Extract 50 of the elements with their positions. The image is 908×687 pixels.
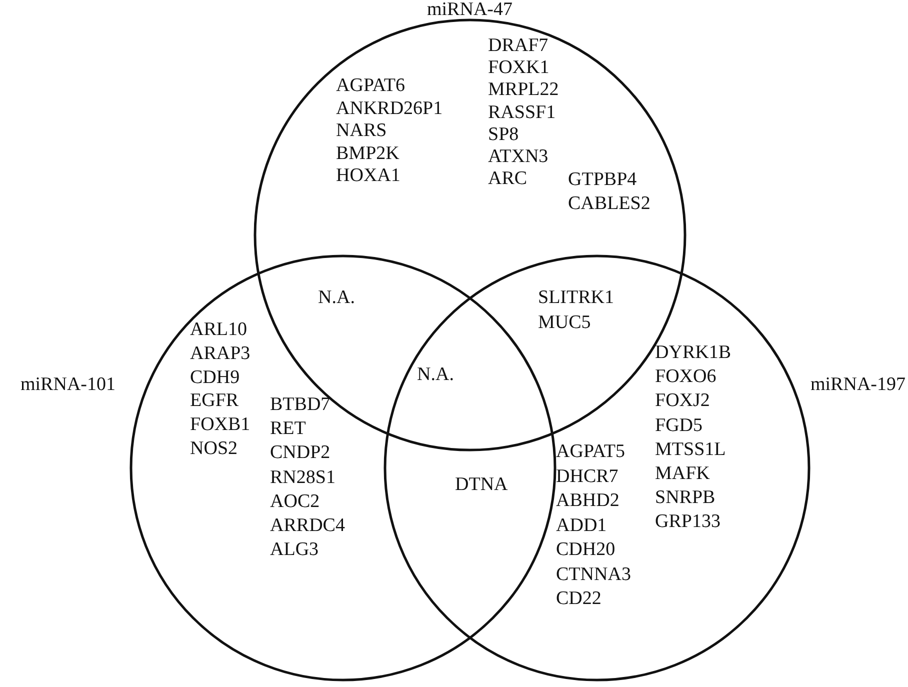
gene-label: SLITRK1 bbox=[538, 287, 614, 309]
gene-label: FOXJ2 bbox=[655, 390, 710, 412]
gene-label: BMP2K bbox=[336, 142, 400, 164]
gene-label: NOS2 bbox=[190, 438, 238, 460]
gene-label: RASSF1 bbox=[488, 102, 556, 124]
gene-label: AGPAT6 bbox=[336, 75, 405, 97]
gene-label: ARAP3 bbox=[190, 342, 250, 365]
set-label: miRNA-47 bbox=[427, 0, 512, 21]
gene-label: BTBD7 bbox=[270, 394, 330, 416]
gene-label: MRPL22 bbox=[488, 79, 559, 102]
gene-label: DHCR7 bbox=[556, 466, 618, 488]
gene-label: ARL10 bbox=[190, 319, 247, 341]
gene-label: N.A. bbox=[417, 364, 454, 386]
gene-label: CDH9 bbox=[190, 366, 240, 389]
gene-label: CDH20 bbox=[556, 539, 616, 561]
gene-label: SNRPB bbox=[655, 487, 716, 510]
gene-label: MTSS1L bbox=[655, 438, 726, 461]
gene-label: MUC5 bbox=[538, 312, 591, 334]
gene-label: ARRDC4 bbox=[270, 515, 345, 537]
gene-label: DTNA bbox=[455, 474, 508, 496]
gene-label: ADD1 bbox=[556, 514, 607, 536]
gene-label: HOXA1 bbox=[336, 165, 400, 187]
gene-label: FGD5 bbox=[655, 414, 703, 437]
gene-label: N.A. bbox=[318, 287, 355, 309]
gene-label: RN28S1 bbox=[270, 466, 336, 489]
gene-label: FOXK1 bbox=[488, 57, 550, 80]
gene-label: FOXB1 bbox=[190, 414, 250, 436]
gene-label: RET bbox=[270, 418, 306, 440]
gene-label: ANKRD26P1 bbox=[336, 98, 443, 120]
gene-label: SP8 bbox=[488, 124, 519, 146]
gene-label: GRP133 bbox=[655, 511, 720, 534]
gene-label: AGPAT5 bbox=[556, 441, 625, 463]
gene-label: CTNNA3 bbox=[556, 564, 631, 586]
gene-label: AOC2 bbox=[270, 490, 320, 513]
gene-label: CNDP2 bbox=[270, 442, 330, 464]
gene-label: EGFR bbox=[190, 390, 239, 412]
gene-label: DYRK1B bbox=[655, 342, 732, 364]
gene-label: CD22 bbox=[556, 588, 602, 610]
gene-label: ATXN3 bbox=[488, 146, 548, 168]
gene-label: ABHD2 bbox=[556, 490, 620, 512]
gene-label: NARS bbox=[336, 120, 387, 142]
gene-label: FOXO6 bbox=[655, 366, 716, 388]
gene-label: ALG3 bbox=[270, 539, 319, 562]
gene-label: GTPBP4 bbox=[568, 169, 637, 191]
gene-label: ARC bbox=[488, 168, 528, 190]
gene-label: MAFK bbox=[655, 463, 710, 485]
set-label: miRNA-197 bbox=[810, 374, 906, 396]
gene-label: DRAF7 bbox=[488, 35, 548, 57]
gene-label: CABLES2 bbox=[568, 193, 650, 215]
set-label: miRNA-101 bbox=[20, 374, 116, 396]
